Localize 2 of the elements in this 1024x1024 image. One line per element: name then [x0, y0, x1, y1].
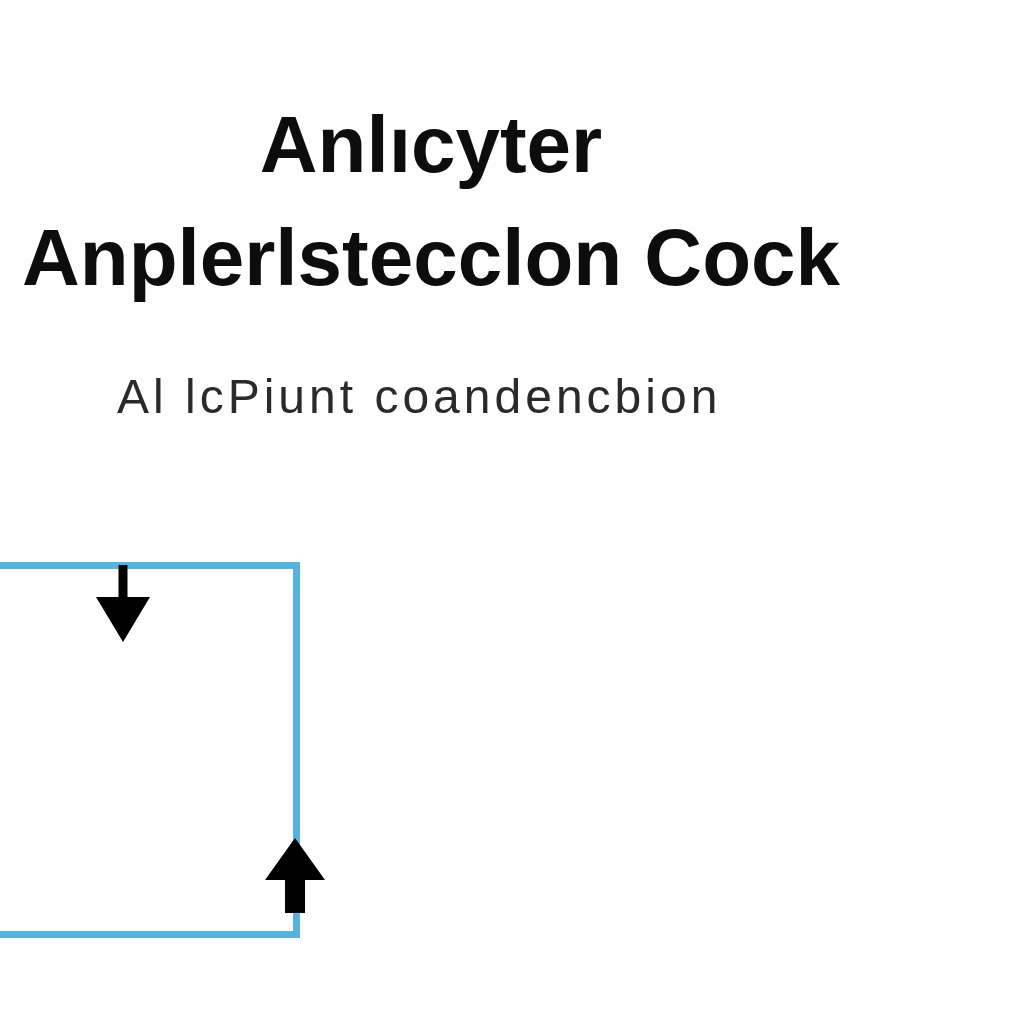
- title: Anlıcyter Anplerlstecclon Cock: [21, 99, 841, 304]
- subtitle: Al lcPiunt coandencbion: [117, 373, 722, 421]
